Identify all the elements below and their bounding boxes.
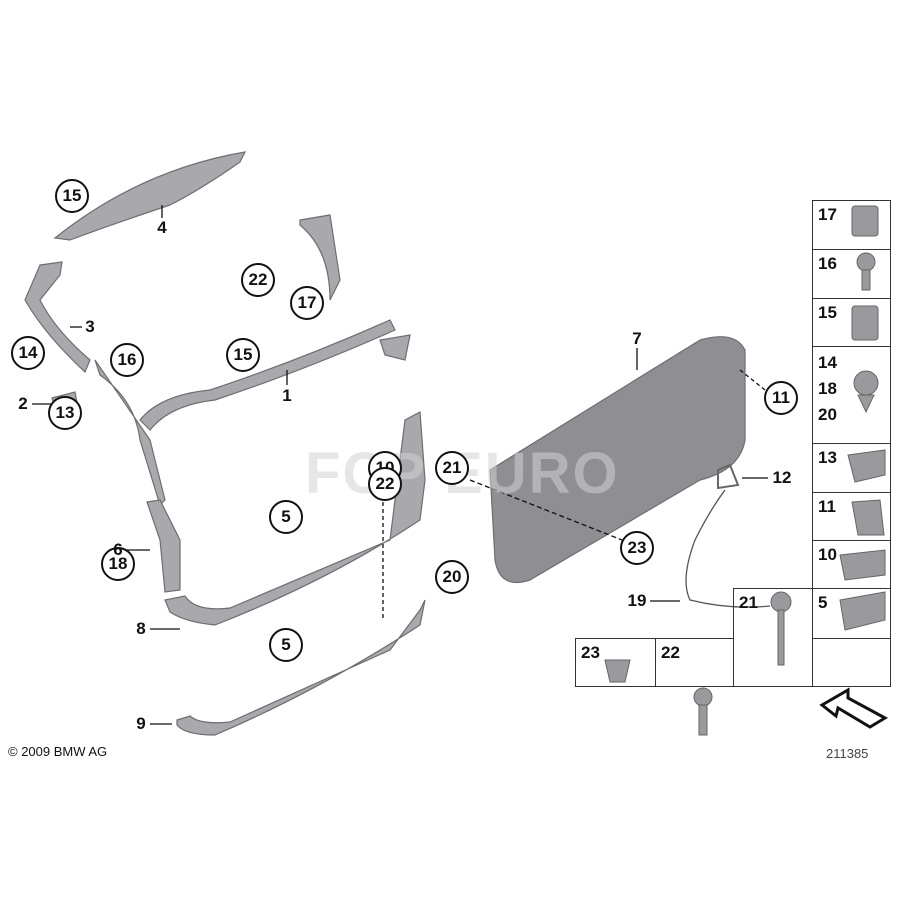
label-8: 8 xyxy=(136,619,146,638)
callout-22: 22 xyxy=(368,467,402,501)
label-19: 19 xyxy=(627,591,647,610)
part-3-side-trim xyxy=(24,261,91,374)
callout-16: 16 xyxy=(110,343,144,377)
callout-5: 5 xyxy=(269,500,303,534)
legend-cell-arrow xyxy=(812,638,891,687)
legend-number: 5 xyxy=(818,593,828,612)
part-19-cable xyxy=(685,489,771,608)
legend-number: 15 xyxy=(818,303,837,322)
label-6: 6 xyxy=(113,540,123,559)
legend-cell-14-18-20: 14 18 20 xyxy=(812,346,891,444)
part-9-lower-trim xyxy=(176,599,426,736)
part-4-upper-trim xyxy=(53,151,247,241)
callout-13: 13 xyxy=(48,396,82,430)
callout-23: 23 xyxy=(620,531,654,565)
part-12-handle xyxy=(717,463,740,490)
legend-number: 23 xyxy=(581,643,600,662)
callout-14: 14 xyxy=(11,336,45,370)
leader-lines xyxy=(32,205,768,725)
callout-21: 21 xyxy=(435,451,469,485)
legend-number: 14 18 20 xyxy=(818,353,837,424)
legend-cell-11: 11 xyxy=(812,492,891,541)
legend-number: 17 xyxy=(818,205,837,224)
label-7: 7 xyxy=(632,329,642,348)
legend-number: 11 xyxy=(818,497,836,516)
part-1-frame xyxy=(94,214,411,507)
legend-cell-22: 22 xyxy=(655,638,734,687)
label-2: 2 xyxy=(18,394,28,413)
part-7-tailgate-panel xyxy=(489,336,746,584)
legend-number: 13 xyxy=(818,448,837,467)
diagram-reference-number: 211385 xyxy=(826,746,869,761)
legend-cell-10: 10 xyxy=(812,540,891,589)
callout-11: 11 xyxy=(764,381,798,415)
legend-cell-23: 23 xyxy=(575,638,656,687)
legend-number: 22 xyxy=(661,643,680,662)
label-12: 12 xyxy=(772,468,792,487)
legend-cell-17: 17 xyxy=(812,200,891,250)
callout-18: 18 xyxy=(101,547,135,581)
part-8-sill-trim xyxy=(164,411,426,626)
label-9: 9 xyxy=(136,714,146,733)
part-6-pillar-trim xyxy=(146,499,181,593)
legend-cell-13: 13 xyxy=(812,443,891,493)
label-1: 1 xyxy=(282,386,292,405)
legend-number: 16 xyxy=(818,254,837,273)
callout-20: 20 xyxy=(435,560,469,594)
arrow-icon xyxy=(819,687,889,729)
label-4: 4 xyxy=(157,218,167,237)
callout-15: 15 xyxy=(55,179,89,213)
callout-17: 17 xyxy=(290,286,324,320)
legend-cell-16: 16 xyxy=(812,249,891,299)
callout-15: 15 xyxy=(226,338,260,372)
callout-22: 22 xyxy=(241,263,275,297)
label-3: 3 xyxy=(85,317,95,336)
legend-cell-21: 21 xyxy=(733,588,813,687)
legend-number: 21 xyxy=(739,593,758,612)
legend-cell-5: 5 xyxy=(812,588,891,639)
legend-cell-15: 15 xyxy=(812,298,891,347)
legend-fastener-icons xyxy=(604,205,886,736)
copyright-text: © 2009 BMW AG xyxy=(8,744,108,759)
callout-5: 5 xyxy=(269,628,303,662)
legend-number: 10 xyxy=(818,545,837,564)
